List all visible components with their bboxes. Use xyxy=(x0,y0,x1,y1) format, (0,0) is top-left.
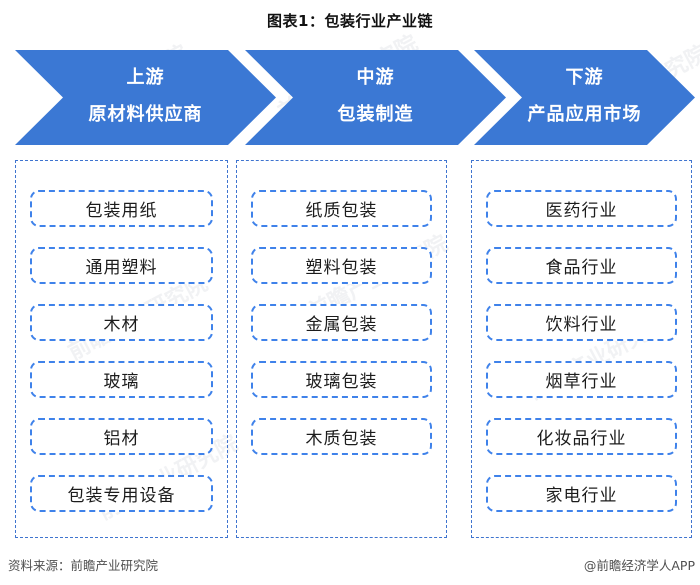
upstream-item: 铝材 xyxy=(30,418,213,455)
upstream-item: 包装专用设备 xyxy=(30,475,213,512)
upstream-item: 玻璃 xyxy=(30,361,213,398)
downstream-item: 食品行业 xyxy=(486,247,677,284)
arrow-midstream-name: 包装制造 xyxy=(337,103,414,125)
downstream-item: 烟草行业 xyxy=(486,361,677,398)
midstream-item: 金属包装 xyxy=(251,304,432,341)
arrow-midstream-level: 中游 xyxy=(356,67,395,89)
downstream-item: 家电行业 xyxy=(486,475,677,512)
page-title: 图表1：包装行业产业链 xyxy=(267,12,433,30)
downstream-items-container: 医药行业 食品行业 饮料行业 烟草行业 化妆品行业 家电行业 xyxy=(471,160,692,538)
upstream-item: 通用塑料 xyxy=(30,247,213,284)
footer-credit: @前瞻经济学人APP xyxy=(583,558,695,573)
downstream-item: 化妆品行业 xyxy=(486,418,677,455)
arrow-upstream-level: 上游 xyxy=(126,67,165,89)
upstream-item: 木材 xyxy=(30,304,213,341)
arrow-upstream: 上游 原材料供应商 xyxy=(15,50,276,145)
downstream-item: 饮料行业 xyxy=(486,304,677,341)
upstream-items-container: 包装用纸 通用塑料 木材 玻璃 铝材 包装专用设备 xyxy=(15,160,228,538)
midstream-item: 玻璃包装 xyxy=(251,361,432,398)
arrow-downstream-level: 下游 xyxy=(565,67,604,89)
midstream-item: 木质包装 xyxy=(251,418,432,455)
footer-source: 资料来源：前瞻产业研究院 xyxy=(8,558,159,573)
downstream-item: 医药行业 xyxy=(486,190,677,227)
midstream-item: 塑料包装 xyxy=(251,247,432,284)
upstream-item: 包装用纸 xyxy=(30,190,213,227)
arrow-upstream-name: 原材料供应商 xyxy=(88,103,203,125)
midstream-items-container: 纸质包装 塑料包装 金属包装 玻璃包装 木质包装 xyxy=(236,160,447,538)
arrow-midstream: 中游 包装制造 xyxy=(245,50,506,145)
arrow-downstream: 下游 产品应用市场 xyxy=(474,50,695,145)
arrow-downstream-name: 产品应用市场 xyxy=(527,103,642,125)
midstream-item: 纸质包装 xyxy=(251,190,432,227)
